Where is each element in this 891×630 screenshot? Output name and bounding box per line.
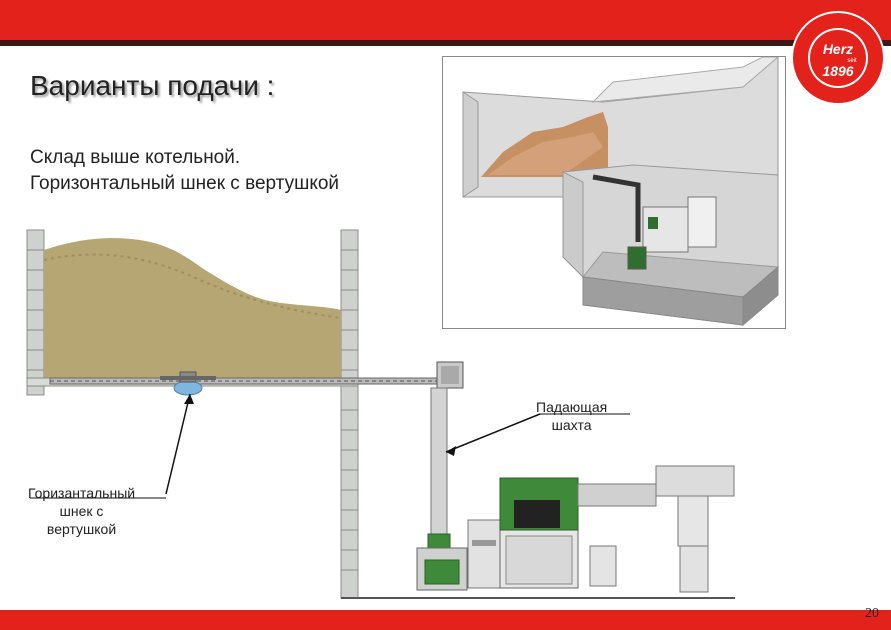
boiler [499, 477, 579, 589]
right-brick-wall [340, 229, 359, 599]
auger-label-line-2: шнек с [59, 503, 104, 519]
agitator [160, 371, 216, 396]
auger-leader [165, 393, 191, 495]
auger-label-line-1: Горизантальный [28, 485, 136, 501]
logo-year: 1896 [822, 63, 853, 79]
ash-bin [589, 545, 617, 587]
subtitle-line-1: Склад выше котельной. [30, 147, 241, 168]
auger-label-line-3: вертушкой [46, 521, 117, 537]
bottom-red-bar [0, 610, 891, 630]
slide-title: Варианты подачи : [30, 70, 275, 101]
auger-motor [436, 361, 464, 389]
horizontal-auger-label: Горизантальный шнек с вертушкой [28, 484, 135, 538]
slide-subtitle: Склад выше котельной. Горизонтальный шне… [30, 145, 339, 197]
left-brick-wall [26, 229, 45, 396]
control-cabinet [467, 519, 501, 589]
dust-collector [655, 465, 735, 593]
wood-chip-pile [44, 238, 341, 378]
falling-shaft-label-line-1: Падающая [536, 399, 608, 415]
logo-brand: Herz [823, 41, 853, 57]
herz-logo: Herz seit 1896 [791, 11, 885, 105]
falling-shaft-label: Падающая шахта [536, 398, 607, 434]
room-illustration [462, 57, 780, 327]
flue-pipe [577, 483, 657, 507]
top-bar-shadow [0, 40, 891, 46]
falling-shaft-label-line-2: шахта [551, 417, 592, 433]
logo-since: seit [847, 58, 857, 64]
top-red-bar [0, 0, 891, 40]
falling-shaft [430, 387, 448, 537]
stoker-unit [416, 533, 468, 591]
room-illustration-frame [442, 56, 786, 329]
subtitle-line-2: Горизонтальный шнек с вертушкой [30, 173, 340, 194]
falling-shaft-leader [445, 413, 541, 453]
page-number: 20 [865, 606, 879, 621]
